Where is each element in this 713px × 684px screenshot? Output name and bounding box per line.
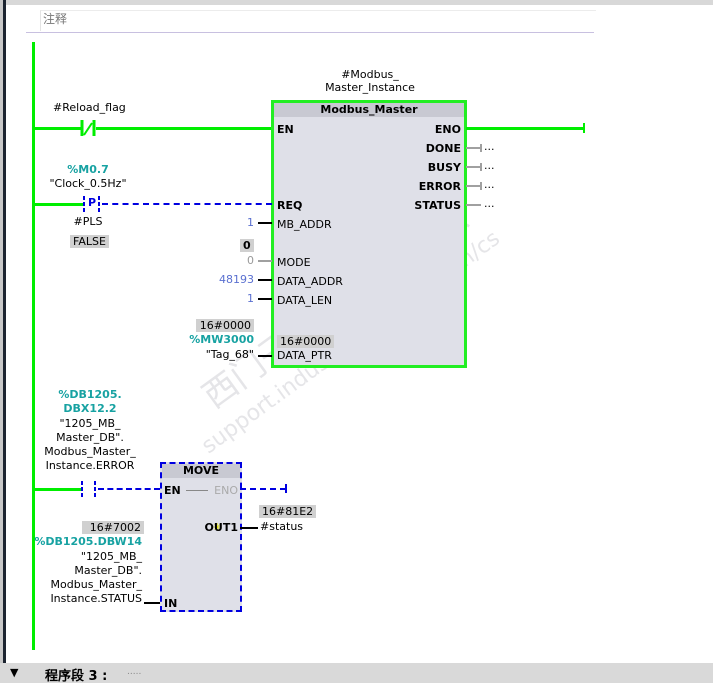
in-tag-line4[interactable]: Instance.STATUS [50,592,142,605]
pin-done: DONE [425,142,461,155]
eno-wire [466,127,584,130]
pin-error: ERROR [418,180,461,193]
collapse-toggle-icon[interactable]: ▼ [10,666,19,679]
in-tag-line1[interactable]: "1205_MB_ [80,550,142,563]
in-address[interactable]: %DB1205.DBW14 [34,535,142,548]
status-wire [466,204,481,206]
move-title: MOVE [162,464,240,478]
in-tag-line3[interactable]: Modbus_Master_ [50,578,142,591]
error-wire [466,185,480,187]
wire [258,279,272,281]
positive-edge-contact[interactable] [82,196,102,212]
in-tag-line2[interactable]: Master_DB". [74,564,142,577]
wire [258,260,272,262]
error-contact-tag-line3: Modbus_Master_ [44,445,136,458]
edge-memory-bit: #PLS [73,215,103,228]
wire [34,488,82,491]
mode-value[interactable]: 0 [247,254,254,267]
wire [258,355,272,357]
error-operand[interactable]: ... [484,178,495,191]
move-pin-in: IN [164,597,178,610]
wire-end [480,182,482,190]
done-operand[interactable]: ... [484,140,495,153]
data-ptr-tag[interactable]: "Tag_68" [205,348,254,361]
wire-end [480,163,482,171]
p-contact-tag: "Clock_0.5Hz" [49,177,127,190]
in-monitor-value: 16#7002 [82,521,144,534]
top-bar [0,0,713,5]
wire-no-powerflow [98,488,160,490]
pin-eno: ENO [434,123,461,136]
instance-db-line2: Master_Instance [325,81,415,94]
wire [34,203,84,206]
pin-data-ptr: DATA_PTR [277,349,332,362]
move-block[interactable]: MOVE EN ENO ✳ OUT1 IN [160,462,242,612]
network-comment-field[interactable] [40,10,596,31]
network-3-title: 程序段 3 : [45,669,108,684]
out1-operand[interactable]: #status [260,520,304,533]
mode-monitor-value: 0 [240,239,254,252]
data-addr-value[interactable]: 48193 [219,273,254,286]
wire [144,602,160,604]
pin-req: REQ [277,199,303,212]
pin-status: STATUS [414,199,461,212]
pin-busy: BUSY [427,161,461,174]
no-contact-icon [81,481,96,497]
divider [26,32,594,33]
wire [34,127,82,130]
data-ptr-address[interactable]: %MW3000 [189,333,254,346]
wire [258,298,272,300]
pin-mb-addr: MB_ADDR [277,218,332,231]
move-pin-en: EN [164,484,181,497]
move-pin-out1: OUT1 [204,521,238,534]
power-rail [32,42,35,650]
out1-monitor-value: 16#81E2 [259,505,317,518]
mb-addr-value[interactable]: 1 [247,216,254,229]
pin-en: EN [277,123,294,136]
wire-end [480,144,482,152]
error-contact-address-line2: DBX12.2 [63,402,117,415]
p-contact-address: %M0.7 [67,163,109,176]
wire [258,222,272,224]
wire-end [583,123,585,133]
pin-data-addr: DATA_ADDR [277,275,343,288]
instance-db-line1: #Modbus_ [341,68,399,81]
data-ptr-inner-monitor: 16#0000 [277,335,335,348]
busy-wire [466,166,480,168]
wire-no-powerflow [240,488,286,490]
wire [96,127,274,130]
error-contact-tag-line4: Instance.ERROR [45,459,135,472]
block-title: Modbus_Master [274,103,464,117]
pin-data-len: DATA_LEN [277,294,333,307]
status-operand[interactable]: ... [484,197,495,210]
wire [240,527,258,529]
nc-contact-icon [80,120,96,136]
pin-mode: MODE [277,256,311,269]
error-contact-tag-line1: "1205_MB_ [59,417,121,430]
contact-operand-reload-flag: #Reload_flag [53,101,126,114]
wire-no-powerflow [102,203,272,205]
left-panel-edge [0,0,5,683]
star-icon: ✳ [212,521,222,534]
modbus-master-block[interactable]: Modbus_Master EN REQ MB_ADDR MODE DATA_A… [271,100,467,368]
wire-end [285,484,287,493]
error-contact-tag-line2: Master_DB". [56,431,124,444]
data-len-value[interactable]: 1 [247,292,254,305]
error-contact-address-line1: %DB1205. [58,388,122,401]
normally-closed-contact[interactable] [80,120,96,136]
network-comment-placeholder: 注释 [43,12,68,26]
normally-open-contact[interactable] [80,481,98,497]
busy-operand[interactable]: ... [484,159,495,172]
move-pin-eno: ENO [214,484,238,497]
edge-memory-status: FALSE [70,235,109,248]
internal-wire [186,490,208,491]
p-contact-symbol: P [88,196,97,209]
p-contact-icon [83,196,100,212]
network-3-comment[interactable]: ..... [127,667,142,677]
done-wire [466,147,480,149]
splitter[interactable] [3,0,6,683]
network-3-header[interactable] [0,663,713,683]
data-ptr-monitor-value: 16#0000 [196,319,254,332]
